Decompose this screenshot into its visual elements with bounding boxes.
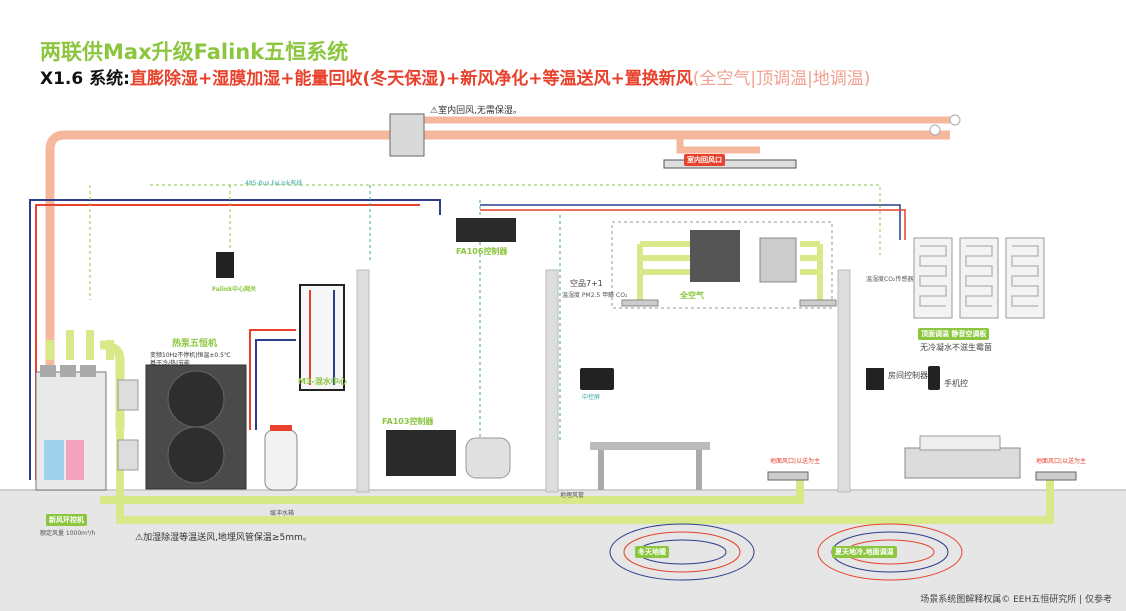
indoor-return-label: 室内回风口 — [684, 154, 725, 166]
title-suffix: (全空气|顶调温|地调温) — [692, 69, 871, 89]
heatpump-spec1: 变频10Hz不停机|恒温±0.5℃ — [150, 352, 231, 359]
sensor-label: 温湿度 PM2.5 甲醛 CO₂ — [562, 292, 628, 299]
mix-station-label: M3-混水中心 — [298, 377, 347, 386]
title-line1: 两联供Max升级Falink五恒系统 — [40, 40, 349, 64]
all-air-label: 全空气 — [680, 291, 704, 300]
buffer-tank — [264, 429, 298, 491]
top-note: ⚠室内回风,无需保湿。 — [430, 106, 522, 116]
ceiling-panel-label: 顶面调温 静音空调板 — [918, 328, 990, 340]
phone-control-label: 手机控 — [944, 379, 968, 388]
ground-area — [0, 490, 1126, 611]
co2-sensor-label: 温湿度CO₂传感器 — [866, 276, 914, 283]
gateway-label: Falink中心网关 — [212, 286, 257, 293]
wall-2 — [545, 269, 559, 493]
bus-label: 485-Bus FaLink有线 — [245, 180, 303, 187]
room-controller-label: 房间控制器 — [888, 371, 928, 380]
phone-device — [928, 366, 940, 390]
toilet — [465, 437, 511, 479]
bottom-note: ⚠加湿除湿等温送风,地埋风管保温≥5mm。 — [135, 533, 312, 543]
all-air-zone — [611, 221, 833, 309]
table — [590, 442, 710, 450]
floor-coil-summer — [817, 523, 963, 581]
title-main: 直膨除湿+湿膜加湿+能量回收(冬天保湿)+新风净化+等温送风+置换新风 — [129, 69, 693, 89]
fa106-label: FA106控制器 — [456, 247, 508, 256]
bed — [904, 447, 1021, 479]
floor-vent-2 — [1035, 471, 1077, 481]
buffer-tank-label: 缓冲水箱 — [270, 510, 295, 517]
indoor-return-vent — [663, 159, 797, 169]
ceiling-note: 无冷凝水不滋生霉菌 — [920, 343, 992, 352]
air-quality-label: 空品7+1 — [570, 279, 603, 288]
floor-coil-winter — [609, 523, 755, 581]
credit: 场景系统图解释权属© EEH五恒研究所 | 仅参考 — [920, 595, 1112, 605]
ceiling-panels — [913, 237, 1045, 319]
fa103-label: FA103控制器 — [382, 417, 434, 426]
floor-summer-label: 夏天地冷,地面调温 — [832, 546, 897, 558]
floor-vent-label-1: 地面风口|以送为主 — [770, 458, 821, 465]
room-controller-device — [866, 368, 884, 390]
fa103-controller — [386, 430, 456, 476]
wall-3 — [837, 269, 851, 493]
heatpump-label: 热泵五恒机 — [172, 339, 218, 349]
duct-filter-box — [389, 113, 425, 157]
fa106-controller — [456, 218, 516, 242]
wall-1 — [356, 269, 370, 493]
all-air-unit — [690, 230, 740, 282]
title-prefix: X1.6 系统: — [40, 69, 130, 89]
falink-panel-device — [580, 368, 614, 390]
title-line2: X1.6 系统:直膨除湿+湿膜加湿+能量回收(冬天保湿)+新风净化+等温送风+置… — [40, 64, 870, 89]
fresh-air-spec: 额定风量 1000m³/h — [40, 530, 96, 537]
floor-vent-label-2: 地面风口|以送为主 — [1036, 458, 1087, 465]
supply-duct — [45, 130, 950, 370]
gateway-box — [216, 252, 234, 278]
floor-vent-1 — [767, 471, 809, 481]
floor-duct-label: 地埋风管 — [560, 492, 585, 499]
falink-panel-label: 中控屏 — [582, 394, 601, 401]
fresh-air-label: 新风环控机 — [46, 514, 87, 526]
heatpump-spec2: 基于冷/热|节能 — [150, 360, 191, 367]
mix-station — [299, 284, 345, 391]
floor-winter-label: 冬天地暖 — [635, 546, 669, 558]
